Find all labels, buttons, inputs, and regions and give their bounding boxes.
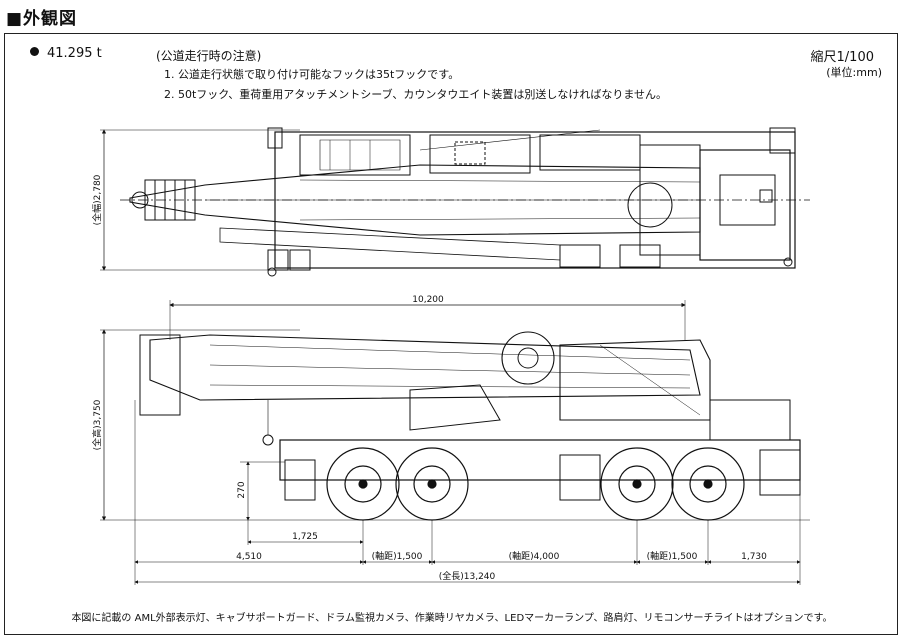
- dim-wheelbase-1: (軸距)1,500: [372, 550, 423, 562]
- dim-rear-overhang: 1,730: [741, 552, 767, 562]
- side-view: [100, 300, 810, 585]
- dim-wheelbase-3: (軸距)1,500: [647, 550, 698, 562]
- dim-total-length: (全長)13,240: [439, 570, 496, 582]
- weight-label: 41.295 t: [30, 46, 102, 61]
- dim-height: (全高)3,750: [91, 399, 103, 450]
- section-title: ■外観図: [6, 9, 78, 29]
- note-item-1: 1. 公道走行状態で取り付け可能なフックは35tフックです。: [164, 68, 460, 81]
- notes-title: (公道走行時の注意): [156, 49, 262, 63]
- note-item-2: 2. 50tフック、重荷重用アタッチメントシーブ、カウンタウエイト装置は別送しな…: [164, 88, 667, 101]
- dim-width: (全幅)2,780: [91, 174, 103, 225]
- bullet-icon: [30, 47, 39, 56]
- unit-label: (単位:mm): [826, 66, 882, 79]
- drawing-frame: [4, 33, 898, 635]
- scale-label: 縮尺1/100: [810, 50, 874, 65]
- dim-clearance: 270: [237, 481, 247, 498]
- dim-front-overhang: 4,510: [236, 552, 262, 562]
- dim-wheelbase-2: (軸距)4,000: [509, 550, 560, 562]
- dim-boom-length: 10,200: [412, 295, 444, 305]
- top-view: [100, 127, 810, 277]
- weight-value: 41.295 t: [47, 46, 102, 61]
- footer-note: 本図に記載の AML外部表示灯、キャブサポートガード、ドラム監視カメラ、作業時リ…: [71, 613, 833, 624]
- dim-front-axle: 1,725: [292, 532, 318, 542]
